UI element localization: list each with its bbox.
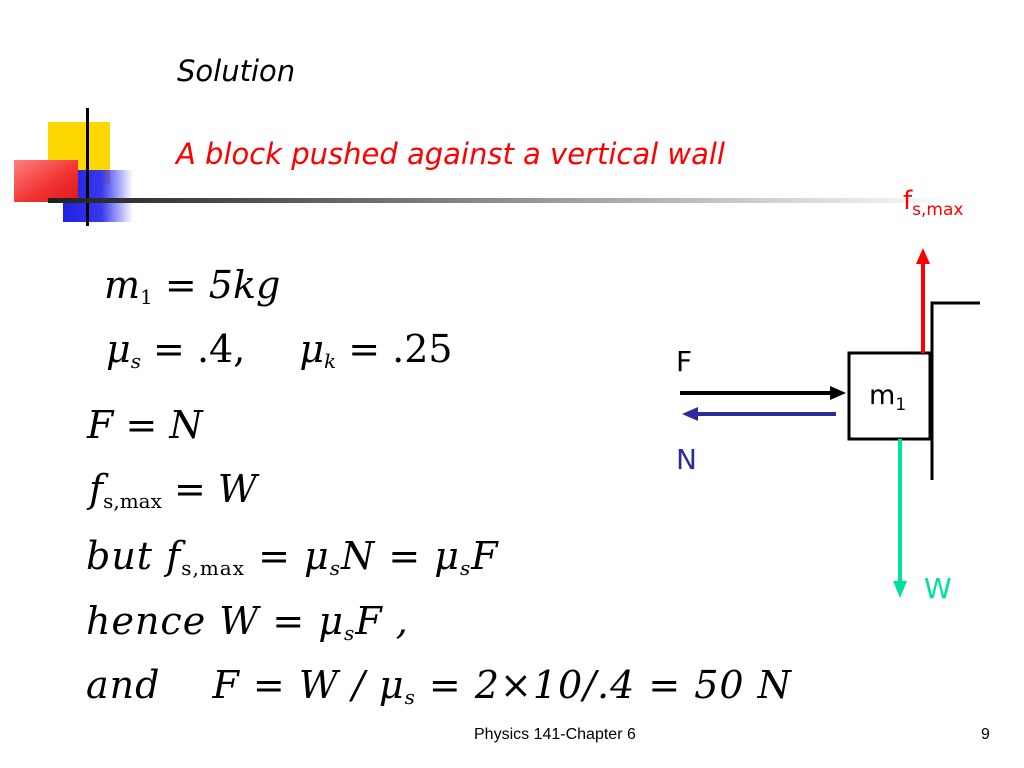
friction-label: fs,max <box>903 186 964 220</box>
equation-hence: hence W = μsF , <box>86 599 409 645</box>
force-arrowhead <box>830 386 846 400</box>
equation-friction-weight: fs,max = W <box>89 467 257 513</box>
equation-mass: m1 = 5kg <box>104 263 281 309</box>
equation-but: but fs,max = μsN = μsF <box>86 534 499 580</box>
equation-force-normal: F = N <box>87 403 203 447</box>
friction-arrowhead <box>916 248 930 264</box>
normal-arrowhead <box>682 407 698 421</box>
force-label: F <box>676 345 693 378</box>
weight-arrowhead <box>893 581 907 598</box>
logo-vertical-line <box>86 108 89 226</box>
title-divider-line <box>48 198 958 203</box>
slide-subtitle: A block pushed against a vertical wall <box>176 137 725 171</box>
logo-red-square <box>14 160 78 202</box>
block-label: m1 <box>869 380 907 415</box>
weight-label: W <box>924 572 952 605</box>
block <box>847 351 932 441</box>
slide-heading: Solution <box>177 54 296 88</box>
free-body-diagram <box>680 248 980 598</box>
wall <box>930 301 980 480</box>
footer-course: Physics 141-Chapter 6 <box>474 726 636 743</box>
normal-label: N <box>676 443 697 476</box>
equation-coefficients: μs = .4,μk = .25 <box>106 327 453 373</box>
page-number: 9 <box>981 726 990 743</box>
